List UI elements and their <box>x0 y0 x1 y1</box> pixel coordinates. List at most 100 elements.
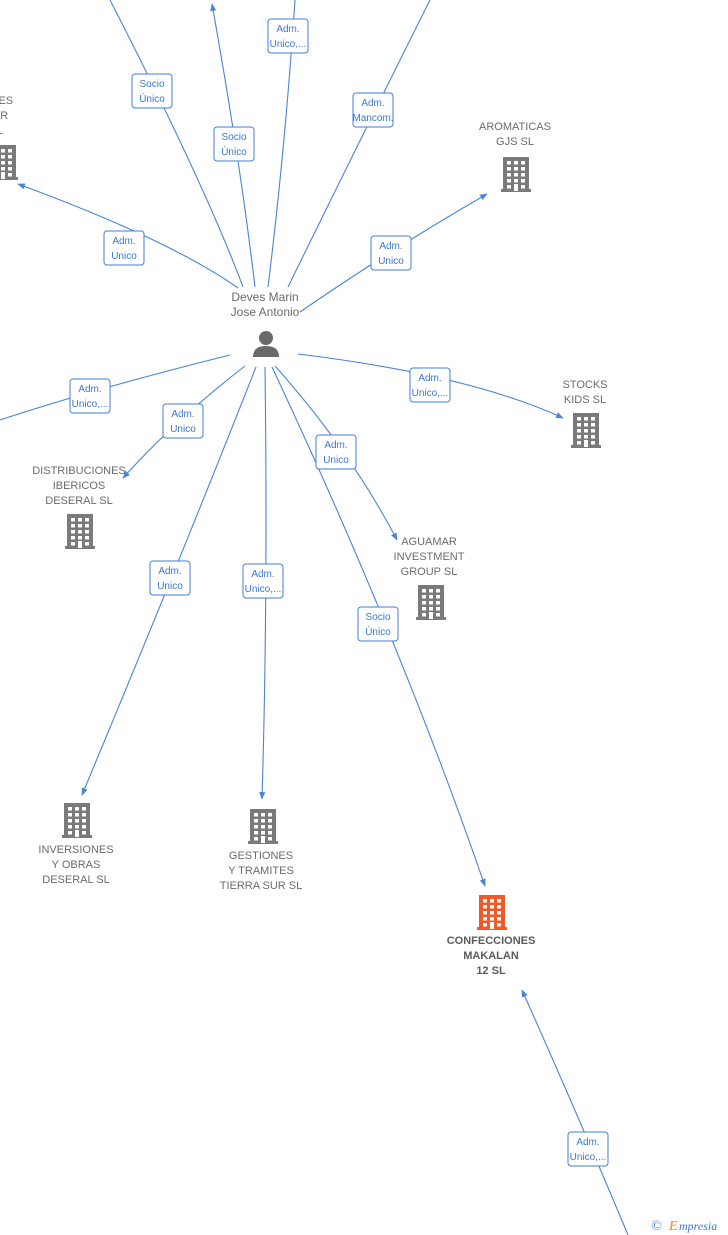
company-name-line: DESERAL SL <box>42 874 109 886</box>
edge-line-r1 <box>109 0 244 288</box>
relation-text: Adm. <box>78 384 101 395</box>
company-node-gestiones[interactable]: GESTIONES Y TRAMITES TIERRA SUR SL <box>220 809 303 892</box>
company-node-confecciones[interactable]: CONFECCIONES MAKALAN 12 SL <box>447 895 536 977</box>
company-name-line: SL <box>0 125 3 137</box>
company-name-line: CONFECCIONES <box>447 935 536 947</box>
edge-line-r14 <box>521 989 629 1235</box>
company-name-line: IONES <box>0 95 13 107</box>
edge-labels-layer: SocioÚnicoSocioÚnicoAdm.Unico,...Adm.Man… <box>69 18 609 1167</box>
relation-box <box>267 18 309 54</box>
company-name-line: AROMATICAS <box>479 121 551 133</box>
relation-box <box>352 92 394 128</box>
relation-text: Único <box>139 92 165 105</box>
relation-text: Socio <box>221 132 246 143</box>
company-node-partial-left[interactable]: IONES MAR SL <box>0 95 18 180</box>
watermark: © E mpresia <box>651 1219 717 1234</box>
edges-layer <box>0 0 629 1235</box>
company-name-line: INVERSIONES <box>38 844 113 856</box>
relation-label-r6[interactable]: Adm.Unico <box>370 235 412 271</box>
relation-text: Único <box>365 625 391 638</box>
relation-text: Adm. <box>576 1137 599 1148</box>
relation-text: Unico <box>157 581 183 592</box>
person-name-line: Deves Marin <box>231 290 298 304</box>
relation-text: Adm. <box>158 566 181 577</box>
edge-line-r4 <box>287 0 431 288</box>
building-icon <box>416 585 446 620</box>
relation-text: Mancom. <box>352 113 393 124</box>
relation-box <box>131 73 173 109</box>
relation-box <box>103 230 145 266</box>
person-name-line: Jose Antonio <box>231 305 300 319</box>
relation-text: Adm. <box>276 24 299 35</box>
relation-text: Unico <box>378 256 404 267</box>
relation-text: Unico,... <box>412 388 449 399</box>
relation-text: Unico,... <box>570 1152 607 1163</box>
company-name-line: AGUAMAR <box>401 536 457 548</box>
relation-text: Unico <box>170 424 196 435</box>
company-name-line: GESTIONES <box>229 850 293 862</box>
company-name-line: 12 SL <box>476 965 506 977</box>
relation-box <box>409 367 451 403</box>
building-icon <box>62 803 92 838</box>
relation-box <box>69 378 111 414</box>
person-icon <box>253 331 279 357</box>
relation-label-r7[interactable]: Adm. Unico,... <box>69 378 111 414</box>
building-icon <box>65 514 95 549</box>
relation-box <box>242 563 284 599</box>
relation-text: Adm. <box>112 236 135 247</box>
relation-text: Socio <box>139 79 164 90</box>
relation-label-r14[interactable]: Adm. Unico,... <box>567 1131 609 1167</box>
company-name-line: STOCKS <box>562 379 607 391</box>
relation-label-r5[interactable]: Adm. Unico <box>103 230 145 266</box>
relation-label-r11[interactable]: Adm. Unico <box>149 560 191 596</box>
building-icon <box>248 809 278 844</box>
relation-label-r9[interactable]: Adm. Unico <box>162 403 204 439</box>
company-name-line: MAR <box>0 110 8 122</box>
building-icon <box>477 895 507 930</box>
relation-text: Adm. <box>361 98 384 109</box>
relation-box <box>315 434 357 470</box>
relation-box <box>149 560 191 596</box>
relation-text: Unico,... <box>245 584 282 595</box>
relation-label-r10[interactable]: Adm.Unico <box>315 434 357 470</box>
relation-text: Adm. <box>171 409 194 420</box>
company-name-line: Y TRAMITES <box>228 865 294 877</box>
relation-box <box>567 1131 609 1167</box>
relation-box <box>370 235 412 271</box>
relation-text: Adm. <box>251 569 274 580</box>
relation-text: Único <box>221 145 247 158</box>
relation-text: Adm. <box>418 373 441 384</box>
edge-line-r5 <box>17 183 239 289</box>
copyright-symbol: © <box>651 1219 662 1234</box>
relation-label-r12[interactable]: Adm. Unico,... <box>242 563 284 599</box>
brand-name: mpresia <box>679 1219 717 1233</box>
relation-text: Unico <box>111 251 137 262</box>
relation-label-r8[interactable]: Adm. Unico,... <box>409 367 451 403</box>
building-icon <box>501 157 531 192</box>
company-name-line: TIERRA SUR SL <box>220 880 303 892</box>
relation-text: Unico,... <box>72 399 109 410</box>
company-name-line: DESERAL SL <box>45 495 112 507</box>
relation-label-r4[interactable]: Adm. Mancom. <box>352 92 394 128</box>
company-name-line: GROUP SL <box>401 566 458 578</box>
relation-label-r3[interactable]: Adm. Unico,... <box>267 18 309 54</box>
brand-initial: E <box>668 1219 678 1234</box>
building-icon <box>571 413 601 448</box>
relation-text: Unico <box>323 455 349 466</box>
relation-text: Unico,... <box>270 39 307 50</box>
company-name-line: IBERICOS <box>53 480 106 492</box>
company-name-line: MAKALAN <box>463 950 519 962</box>
relation-text: Socio <box>365 612 390 623</box>
relation-box <box>357 606 399 642</box>
relation-box <box>213 126 255 162</box>
